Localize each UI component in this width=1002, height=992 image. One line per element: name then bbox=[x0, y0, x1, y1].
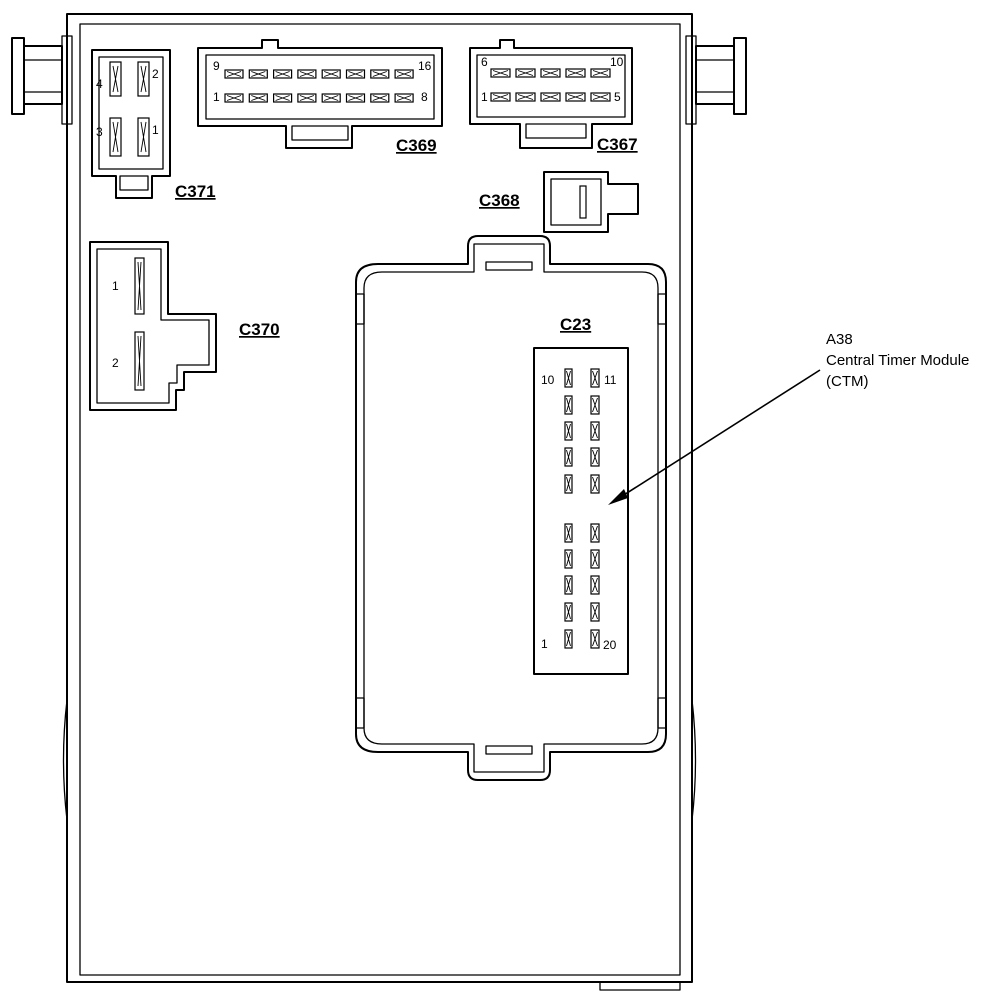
c23-pin bbox=[564, 395, 573, 415]
mounting-tab-right bbox=[685, 35, 747, 125]
c23-pin bbox=[564, 447, 573, 467]
c368-label: C368 bbox=[479, 191, 520, 210]
c23-label: C23 bbox=[560, 315, 591, 334]
connector-c369: 9 16 1 8 bbox=[197, 39, 443, 149]
c369-pin bbox=[273, 93, 293, 103]
c369-pin-9: 9 bbox=[213, 59, 220, 73]
c23-pin bbox=[590, 549, 600, 569]
c371-pin bbox=[109, 61, 122, 97]
c371-label: C371 bbox=[175, 182, 216, 201]
c369-pin-1: 1 bbox=[213, 90, 220, 104]
c370-pin-2: 2 bbox=[112, 356, 119, 370]
c367-label: C367 bbox=[597, 135, 638, 154]
c23-pin bbox=[564, 629, 573, 649]
c369-pin bbox=[370, 69, 390, 79]
c23-pin-20: 20 bbox=[603, 638, 617, 652]
c23-pin bbox=[564, 523, 573, 543]
c23-pin bbox=[590, 421, 600, 441]
c369-pin bbox=[321, 69, 341, 79]
c23-pin-10: 10 bbox=[541, 373, 555, 387]
c23-pin bbox=[590, 395, 600, 415]
c369-pin-row bbox=[224, 93, 414, 103]
c369-pin-row bbox=[224, 69, 414, 79]
c367-pin bbox=[540, 92, 561, 102]
c367-pin bbox=[515, 68, 536, 78]
c367-pin bbox=[565, 92, 586, 102]
c23-pin bbox=[564, 549, 573, 569]
c367-pin bbox=[590, 92, 611, 102]
mounting-tab-left bbox=[11, 35, 73, 125]
c367-pin-5: 5 bbox=[614, 90, 621, 104]
c369-pin bbox=[394, 69, 414, 79]
c370-pin-1: 1 bbox=[112, 279, 119, 293]
ctm-module bbox=[355, 235, 667, 781]
c369-pin bbox=[345, 93, 366, 103]
c23-pin bbox=[564, 368, 573, 388]
connector-c370: 1 2 bbox=[89, 241, 217, 411]
c23-pin bbox=[590, 575, 600, 595]
callout-name: Central Timer Module bbox=[826, 352, 969, 369]
c371-pin bbox=[109, 117, 122, 157]
ctm-callout: A38 Central Timer Module (CTM) bbox=[608, 331, 969, 505]
c369-label: C369 bbox=[396, 136, 437, 155]
c370-label: C370 bbox=[239, 320, 280, 339]
c371-pin-4: 4 bbox=[96, 77, 103, 91]
connector-c367: 6 10 1 5 bbox=[469, 39, 633, 149]
c23-pin bbox=[590, 523, 600, 543]
c23-pin-1: 1 bbox=[541, 637, 548, 651]
c369-pin bbox=[394, 93, 414, 103]
c23-pin-grid bbox=[564, 368, 600, 649]
c367-pin-row bbox=[490, 92, 611, 102]
c369-pin bbox=[273, 69, 293, 79]
c367-pin bbox=[490, 92, 511, 102]
c23-pin bbox=[590, 447, 600, 467]
c23-pin bbox=[564, 474, 573, 494]
c369-pin bbox=[248, 69, 268, 79]
c23-pin bbox=[590, 474, 600, 494]
c367-pin-1: 1 bbox=[481, 90, 488, 104]
c367-pin bbox=[565, 68, 586, 78]
connector-c368 bbox=[543, 171, 639, 233]
callout-leader-line bbox=[615, 369, 821, 501]
c369-pin-8: 8 bbox=[421, 90, 428, 104]
c369-pin bbox=[248, 93, 268, 103]
c23-pin bbox=[590, 602, 600, 622]
housing bbox=[62, 13, 697, 991]
c371-pin-2: 2 bbox=[152, 67, 159, 81]
c23-pin bbox=[564, 575, 573, 595]
callout-ref: A38 bbox=[826, 331, 853, 348]
c370-pin bbox=[134, 331, 145, 391]
c367-pin-10: 10 bbox=[610, 55, 624, 69]
c369-pin bbox=[321, 93, 341, 103]
c367-pin bbox=[540, 68, 561, 78]
c369-pin bbox=[297, 69, 317, 79]
c23-pin bbox=[590, 629, 600, 649]
callout-abbrev: (CTM) bbox=[826, 373, 868, 390]
connector-c371: 4 2 3 1 bbox=[91, 49, 171, 199]
c23-pin bbox=[590, 368, 600, 388]
c371-pin-3: 3 bbox=[96, 125, 103, 139]
c371-pin bbox=[137, 61, 150, 97]
c367-pin bbox=[490, 68, 511, 78]
c367-pin-row bbox=[490, 68, 611, 78]
c371-pin bbox=[137, 117, 150, 157]
c371-pin-1: 1 bbox=[152, 123, 159, 137]
c369-pin-16: 16 bbox=[418, 59, 432, 73]
c369-pin bbox=[224, 93, 244, 103]
c23-pin-11: 11 bbox=[604, 373, 617, 387]
c369-pin bbox=[345, 69, 366, 79]
connector-c23: 10 11 1 20 bbox=[533, 347, 629, 675]
c370-pin bbox=[134, 257, 145, 315]
c367-pin bbox=[590, 68, 611, 78]
callout-arrowhead bbox=[608, 489, 628, 505]
c369-pin bbox=[297, 93, 317, 103]
c369-pin bbox=[370, 93, 390, 103]
c23-pin bbox=[564, 602, 573, 622]
c369-pin bbox=[224, 69, 244, 79]
c23-pin bbox=[564, 421, 573, 441]
c367-pin-6: 6 bbox=[481, 55, 488, 69]
c367-pin bbox=[515, 92, 536, 102]
